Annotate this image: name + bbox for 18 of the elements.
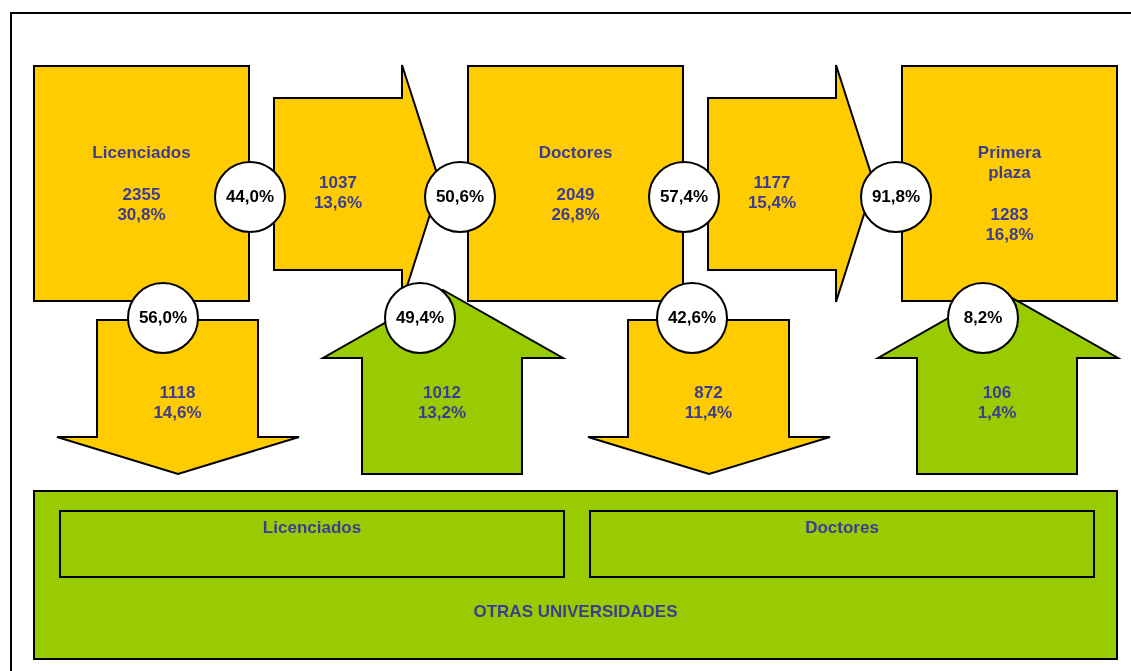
group-panel — [33, 490, 1118, 660]
box-heading: Primera plaza — [976, 143, 1043, 183]
category-box — [589, 510, 1095, 578]
flow-value: 1177 15,4% — [746, 173, 798, 213]
box-heading: Doctores — [538, 143, 613, 163]
flow-value: 106 1,4% — [976, 383, 1018, 423]
category-box — [59, 510, 565, 578]
box-value: 2355 30,8% — [116, 185, 167, 225]
box-value: 1283 16,8% — [984, 205, 1035, 245]
category-title: Licenciados — [262, 518, 362, 539]
flow-value: 1037 13,6% — [312, 173, 364, 213]
flow-value: 1012 13,2% — [416, 383, 468, 423]
flow-value: 872 11,4% — [683, 383, 734, 423]
category-title: Doctores — [805, 518, 879, 539]
panel-title: OTRAS UNIVERSIDADES — [472, 602, 679, 622]
box-value: 2049 26,8% — [550, 185, 601, 225]
flow-value: 1118 14,6% — [152, 383, 203, 423]
box-heading: Licenciados — [92, 143, 191, 163]
